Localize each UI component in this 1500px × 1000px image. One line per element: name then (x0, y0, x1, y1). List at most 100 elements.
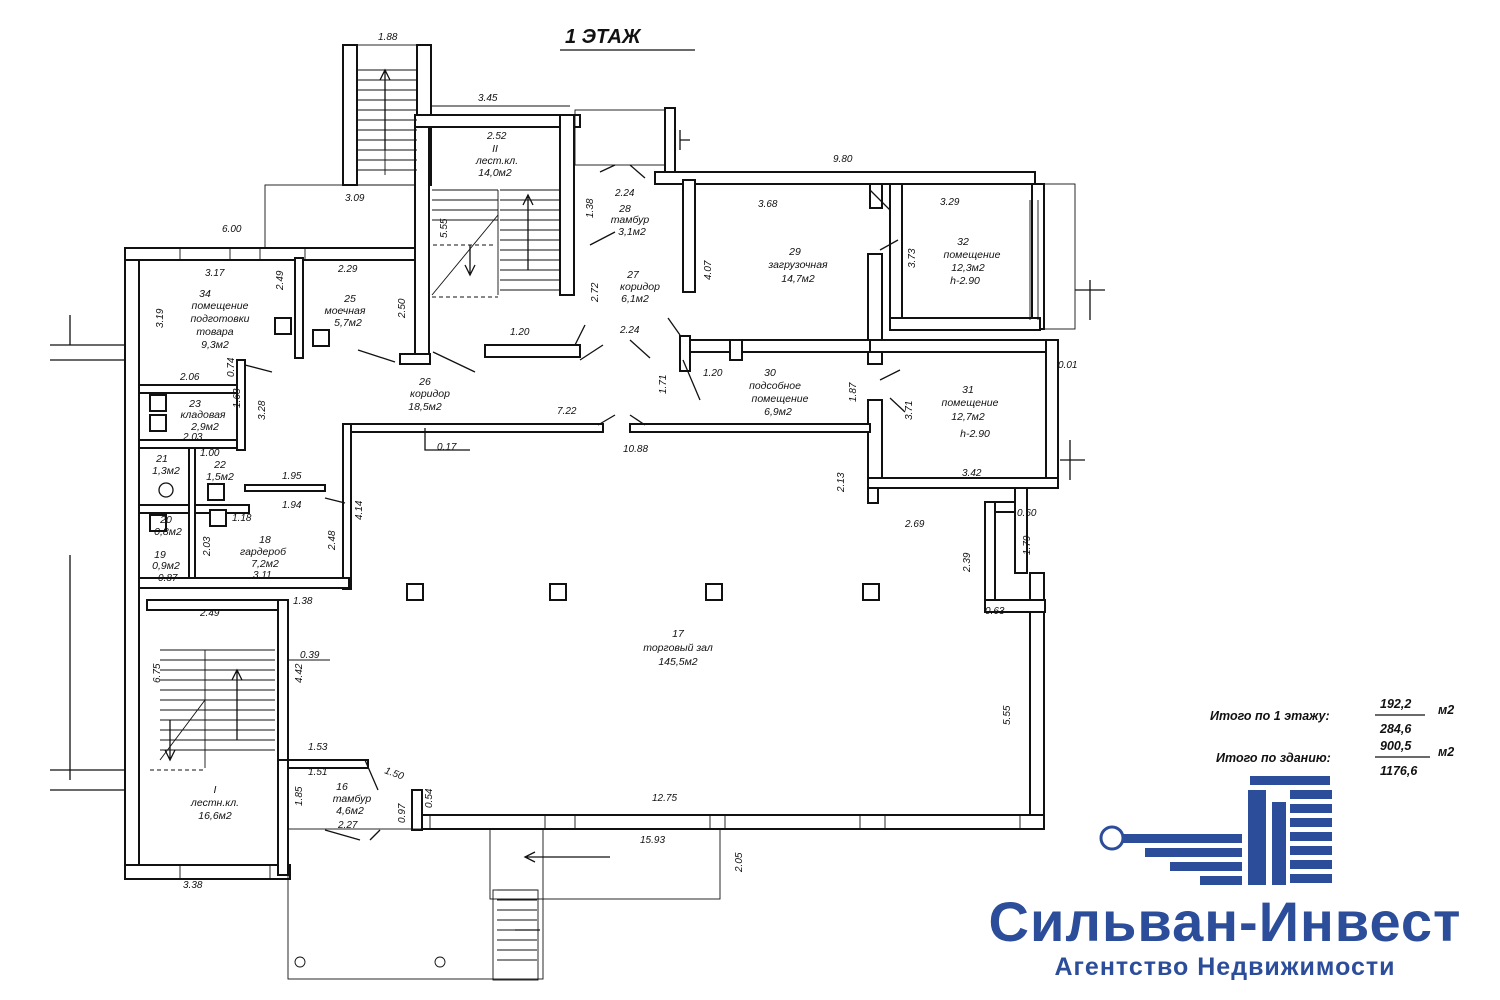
room-II-area: 14,0м2 (478, 167, 512, 179)
room-23-area: 2,9м2 (190, 421, 219, 433)
dim: 3.38 (183, 880, 203, 891)
room-19-num: 19 (154, 549, 166, 561)
dim: 3.42 (962, 468, 982, 479)
columns (406, 583, 880, 601)
room-29-name: загрузочная (767, 259, 828, 271)
room-32-num: 32 (957, 236, 969, 248)
floor-total-numerator: 192,2 (1380, 697, 1411, 711)
dim: 1.18 (232, 513, 252, 524)
room-30-num: 30 (764, 367, 776, 379)
room-I-name: лестн.кл. (190, 797, 239, 809)
floor-total-unit: м2 (1438, 703, 1454, 717)
dim: 0.74 (226, 357, 237, 377)
room-34-name1: помещение (192, 300, 249, 312)
room-32-height: h-2.90 (950, 275, 980, 287)
dim: 1.71 (658, 375, 669, 394)
room-I-num: I (214, 784, 217, 796)
dim: 2.72 (590, 282, 601, 303)
dim: 3.09 (345, 193, 365, 204)
walls (124, 44, 1076, 981)
dim: 2.13 (836, 472, 847, 493)
dim: 1.20 (703, 368, 723, 379)
dim: 3.68 (758, 199, 778, 210)
dim: 2.03 (182, 432, 203, 443)
room-16-name: тамбур (333, 793, 372, 805)
dim: 2.52 (486, 131, 507, 142)
dim: 1.53 (308, 742, 328, 753)
room-18-area: 7,2м2 (251, 558, 279, 570)
dim: 2.49 (275, 270, 286, 291)
dim: 6.00 (222, 224, 242, 235)
dim: 3.29 (940, 197, 960, 208)
room-18-num: 18 (259, 534, 271, 546)
room-II-name: лест.кл. (475, 155, 518, 167)
entrance-markers (294, 956, 446, 968)
dim: 1.63 (232, 388, 243, 408)
dim: 2.06 (179, 372, 200, 383)
room-28-num: 28 (618, 203, 631, 215)
dim: 1.38 (293, 596, 313, 607)
area-totals: Итого по 1 этажу: 192,2 284,6 м2 Итого п… (1210, 697, 1454, 778)
building-total-unit: м2 (1438, 745, 1454, 759)
room-18-name: гардероб (240, 546, 287, 558)
floor-total-denominator: 284,6 (1379, 722, 1412, 736)
dim: 2.39 (962, 552, 973, 573)
dim: 0.63 (985, 606, 1005, 617)
room-27-area: 6,1м2 (621, 293, 649, 305)
dim: 1.87 (848, 382, 859, 402)
dim: 2.24 (614, 188, 635, 199)
dim: 3.11 (253, 570, 272, 581)
dim: 1.50 (383, 765, 405, 782)
room-21-num: 21 (155, 453, 168, 465)
room-34-num: 34 (199, 288, 211, 300)
dim: 1.51 (308, 767, 327, 778)
dim: 0.87 (158, 573, 178, 584)
room-30-name1: подсобное (749, 380, 801, 392)
dim: 1.94 (282, 500, 302, 511)
brand-block: Сильван-Инвест Агентство Недвижимости (975, 892, 1475, 982)
room-22-area: 1,5м2 (206, 471, 234, 483)
room-32-name: помещение (944, 249, 1001, 261)
room-27-name: коридор (620, 281, 660, 293)
dim: 10.88 (623, 444, 648, 455)
room-22-num: 22 (213, 459, 226, 471)
room-23-num: 23 (188, 398, 201, 410)
dim: 3.17 (205, 268, 225, 279)
dim: 3.28 (257, 400, 268, 420)
room-29-num: 29 (788, 246, 801, 258)
room-25-name: моечная (325, 305, 366, 317)
dim: 3.45 (478, 93, 498, 104)
dim: 2.49 (199, 608, 220, 619)
dim: 2.24 (619, 325, 640, 336)
room-31-area: 12,7м2 (951, 411, 985, 423)
dim: 9.80 (833, 154, 853, 165)
room-16-area: 4,6м2 (336, 805, 364, 817)
room-I-area: 16,6м2 (198, 810, 232, 822)
room-23-name: кладовая (180, 409, 225, 421)
room-26-name: коридор (410, 388, 450, 400)
dim: 0.17 (437, 442, 457, 453)
dim: 3.71 (904, 401, 915, 420)
floor-total-label: Итого по 1 этажу: (1210, 709, 1330, 723)
dashed-landings (150, 244, 498, 771)
dim: 2.05 (734, 852, 745, 873)
dim: 0.97 (397, 803, 408, 823)
building-total-numerator: 900,5 (1380, 739, 1412, 753)
dim: 2.50 (397, 298, 408, 319)
building-total-denominator: 1176,6 (1380, 764, 1418, 778)
room-30-area: 6,9м2 (764, 406, 792, 418)
dim: 1.88 (378, 32, 398, 43)
room-31-name: помещение (942, 397, 999, 409)
arrows (164, 68, 690, 931)
dim: 4.14 (354, 500, 365, 520)
windows (179, 200, 1039, 879)
room-28-area: 3,1м2 (618, 226, 646, 238)
dim: 2.69 (904, 519, 925, 530)
room-21-area: 1,3м2 (152, 465, 180, 477)
dim: 15.93 (640, 835, 665, 846)
room-26-area: 18,5м2 (408, 401, 442, 413)
room-34-name3: товара (196, 326, 233, 338)
brand-logo-icon (1099, 776, 1332, 885)
dim: 3.19 (155, 308, 166, 328)
